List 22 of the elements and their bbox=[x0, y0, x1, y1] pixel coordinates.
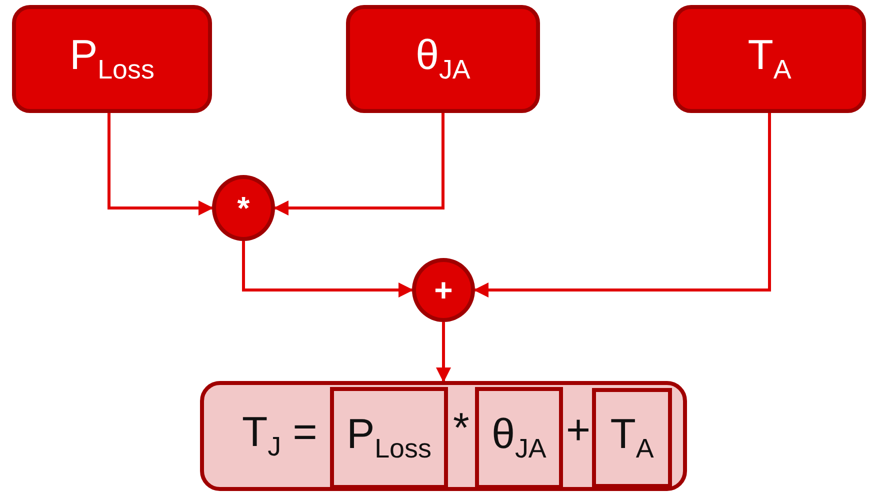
variable-label: P$_{Loss}$ bbox=[70, 34, 154, 84]
variable-label: P$_{Loss}$ bbox=[346, 413, 432, 463]
term-box bbox=[592, 388, 672, 488]
equation-text: T$_{J}$ = bbox=[242, 411, 318, 460]
variable-label: T$_{A}$ bbox=[748, 34, 792, 84]
arrow bbox=[242, 241, 414, 298]
variable-label: T$_{A}$ bbox=[610, 413, 654, 463]
term-box bbox=[475, 387, 563, 489]
operator-text: + bbox=[434, 274, 453, 306]
operator-text: * bbox=[453, 407, 470, 449]
variable-label: θ$_{JA}$ bbox=[416, 34, 470, 84]
arrow bbox=[474, 113, 771, 298]
variable-box bbox=[12, 5, 212, 113]
operator-text: + bbox=[566, 409, 591, 451]
variable-label: θ$_{JA}$ bbox=[492, 413, 546, 463]
equation-box bbox=[200, 381, 687, 491]
arrow bbox=[108, 113, 214, 216]
term-box bbox=[330, 387, 448, 489]
variable-box bbox=[673, 5, 866, 113]
operator-text: * bbox=[237, 192, 250, 224]
arrow bbox=[274, 113, 444, 216]
variable-box bbox=[346, 5, 540, 113]
